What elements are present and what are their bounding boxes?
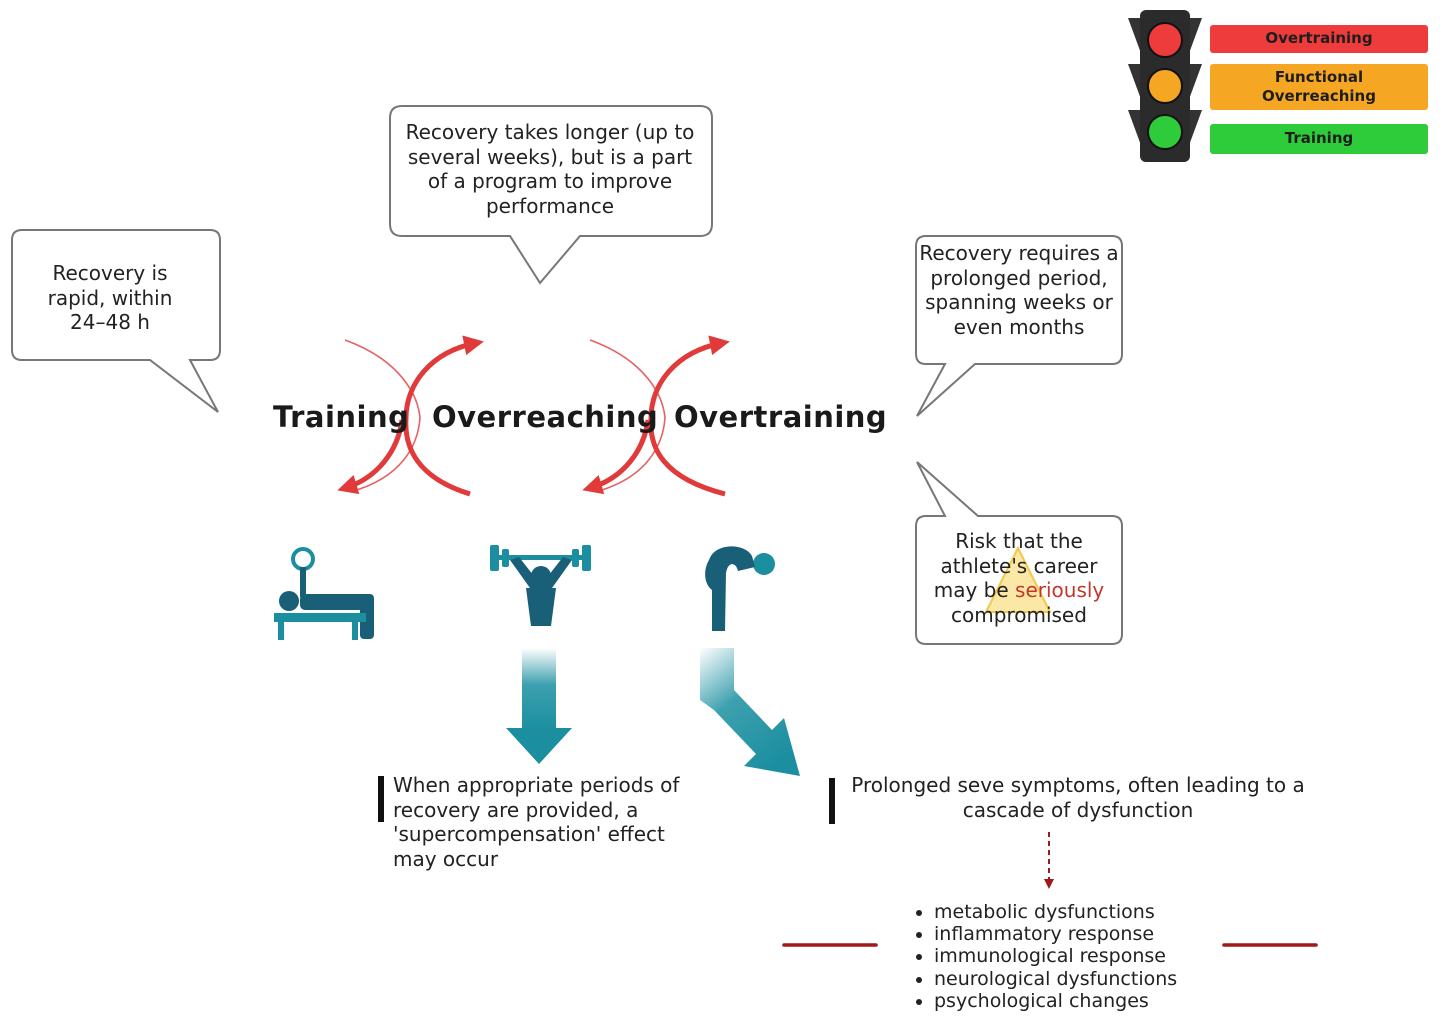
list-item: neurological dysfunctions [934,968,1177,990]
legend-swatch-functional-overreaching [1210,64,1428,110]
bubble-overreaching-shape [389,105,713,285]
legend-label-training: Training [1284,129,1354,147]
list-item: inflammatory response [934,923,1177,945]
bubble-risk-text: Risk that the athlete's career may be se… [918,529,1120,627]
stage-label-overtraining: Overtraining [674,400,888,434]
legend-swatch-overtraining [1210,25,1428,53]
risk-text-start: Risk that the athlete's career may be [933,529,1098,602]
cycle-arrows-overreaching-overtraining [582,335,730,497]
dysfunction-list: metabolic dysfunctions inflammatory resp… [912,901,1177,1012]
note-prolonged: Prolonged seve symptoms, often leading t… [851,773,1305,822]
cycle-arrows-training-overreaching [337,335,484,497]
weightlifter-icon [490,545,591,626]
note-supercompensation: When appropriate periods of recovery are… [393,773,680,871]
list-item: immunological response [934,945,1177,967]
legend-label-functional-overreaching: Functional Overreaching [1262,68,1376,105]
list-item: metabolic dysfunctions [934,901,1177,923]
stage-label-overreaching: Overreaching [432,400,659,434]
warning-triangle-icon [984,545,1052,613]
note-bar-prolonged [829,778,835,824]
bubble-overreaching-text: Recovery takes longer (up to several wee… [405,120,695,218]
supercompensation-arrow [506,648,572,764]
bubble-training-text: Recovery is rapid, within 24–48 h [47,261,173,334]
bubble-overtraining-text: Recovery requires a prolonged period, sp… [919,241,1119,339]
bench-press-icon [274,547,374,640]
bubble-overtraining-shape [915,235,1123,417]
risk-text-emphasis: seriously [1015,578,1105,602]
traffic-light-icon [1128,10,1202,162]
bubble-training-shape [11,229,221,413]
legend-swatch-training [1210,124,1428,154]
list-item: psychological changes [934,990,1177,1012]
dysfunction-arrow [700,648,800,776]
legend-label-overtraining: Overtraining [1265,29,1373,47]
exhausted-athlete-icon [705,546,775,631]
note-bar-supercompensation [378,776,384,822]
stage-label-training: Training [273,400,410,434]
risk-text-end: compromised [951,602,1087,627]
